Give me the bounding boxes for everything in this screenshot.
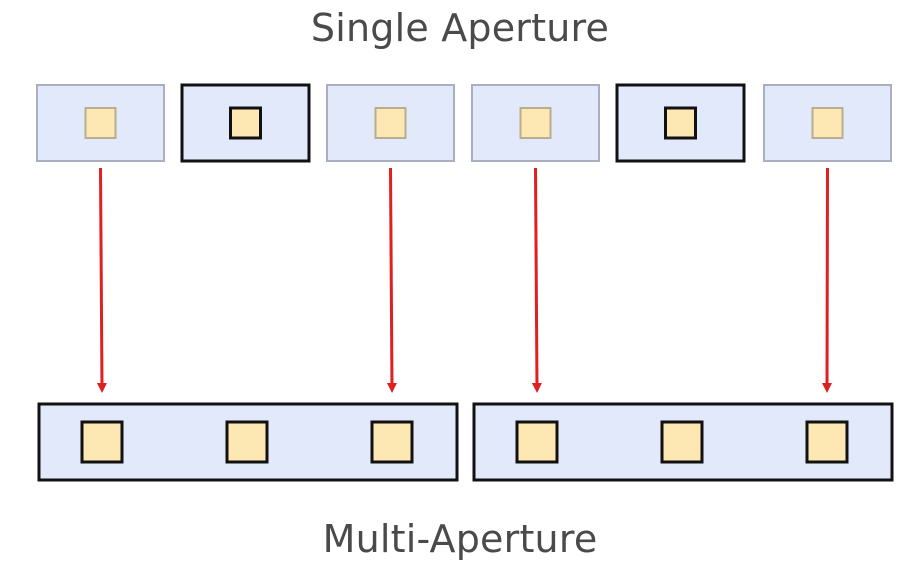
aperture-cell: [225, 420, 269, 464]
multi-aperture-panel: [37, 402, 459, 482]
single-aperture-panel: [326, 84, 455, 162]
multi-aperture-row: [37, 402, 894, 482]
arrow-layer: [96, 167, 833, 393]
single-aperture-panel: [615, 83, 746, 163]
aperture-cell: [805, 420, 849, 464]
single-aperture-panel: [36, 84, 165, 162]
aperture-cell: [374, 107, 407, 139]
single-aperture-panel: [763, 84, 892, 162]
down-arrow: [822, 167, 833, 393]
aperture-cell: [519, 107, 552, 139]
aperture-cell: [660, 420, 704, 464]
single-aperture-row: [36, 83, 892, 163]
down-arrow: [386, 167, 397, 393]
aperture-cell: [811, 107, 844, 139]
aperture-cell: [84, 107, 117, 139]
aperture-cell: [370, 420, 414, 464]
aperture-cell: [80, 420, 124, 464]
single-aperture-panel: [180, 83, 311, 163]
aperture-cell: [229, 106, 262, 140]
multi-aperture-title: Multi-Aperture: [322, 517, 598, 561]
down-arrow: [531, 167, 542, 393]
aperture-cell: [664, 106, 697, 140]
down-arrow: [96, 167, 107, 393]
aperture-cell: [515, 420, 559, 464]
single-aperture-panel: [471, 84, 600, 162]
single-aperture-title: Single Aperture: [310, 6, 610, 50]
multi-aperture-panel: [472, 402, 894, 482]
